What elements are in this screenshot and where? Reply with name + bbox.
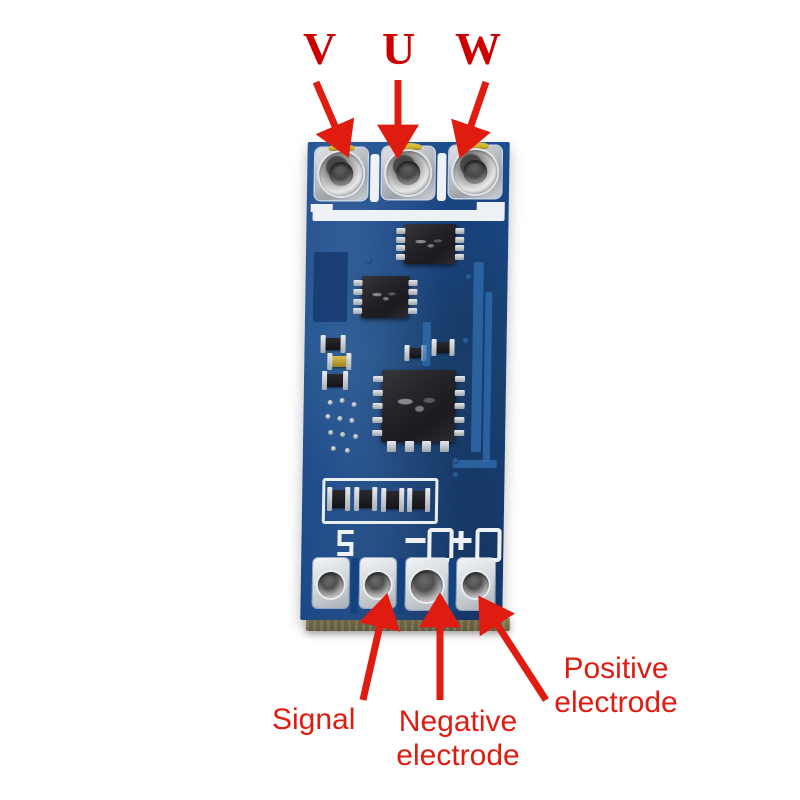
label-phase-u: U <box>382 23 416 74</box>
arrow-to-w <box>451 80 491 159</box>
silk-legend-minus <box>405 538 426 543</box>
mask-finger-3 <box>448 558 457 614</box>
ic-gate-driver-pins-left <box>395 228 406 260</box>
via <box>351 402 357 407</box>
smd-array-2 <box>358 490 374 508</box>
smd-array-3 <box>384 491 401 509</box>
via-masked <box>462 338 469 344</box>
trace-left-fill <box>312 252 349 322</box>
silk-legend-minus-ring <box>427 528 454 562</box>
ic-marking <box>394 391 443 417</box>
smd-resistor-2 <box>325 374 345 387</box>
ic-hall-sensor-pins-right <box>408 280 418 314</box>
smd-array-1 <box>331 490 347 508</box>
via <box>349 418 355 423</box>
label-positive-line1: Positive <box>563 652 669 685</box>
silk-legend-s-5 <box>337 552 354 556</box>
smd-inductor <box>331 356 348 367</box>
via <box>328 430 334 435</box>
via-masked <box>452 472 459 478</box>
ic-main-controller-pins-right <box>454 376 466 436</box>
label-negative-line1: Negative <box>398 705 518 738</box>
mask-finger-1 <box>350 558 360 614</box>
silk-separator-1 <box>369 154 380 202</box>
ic-gate-driver-pins-right <box>454 228 465 260</box>
via <box>337 416 343 421</box>
via-masked <box>365 258 372 264</box>
trace-mid <box>422 322 431 366</box>
ic-marking <box>369 288 401 303</box>
label-positive-electrode: Positive electrode <box>543 652 689 719</box>
ic-main-controller-pins-left <box>372 376 384 436</box>
silk-rail-top-stub-right <box>476 202 505 211</box>
gold-tab-v <box>328 144 355 151</box>
via <box>330 446 336 451</box>
label-phase-v: V <box>303 23 337 74</box>
smd-resistor-1 <box>324 338 342 350</box>
label-signal: Signal <box>272 703 355 737</box>
trace-right-rail-2 <box>482 292 493 462</box>
via <box>353 434 359 439</box>
trace-bottom-rail <box>452 460 497 468</box>
label-signal-line1: Signal <box>272 703 356 736</box>
via <box>340 432 346 437</box>
ic-main-controller <box>381 370 457 442</box>
pcb-module <box>300 142 511 631</box>
via <box>344 448 350 453</box>
hole-barrel <box>463 160 488 184</box>
via-masked <box>465 274 472 280</box>
ic-hall-sensor <box>360 276 410 318</box>
via <box>327 400 333 405</box>
ic-gate-driver <box>403 224 457 264</box>
trace-right-rail <box>470 262 484 452</box>
silk-separator-2 <box>436 153 447 201</box>
silk-rail-top <box>312 210 505 221</box>
gold-tab-u <box>395 143 422 150</box>
silk-rail-top-stub-left <box>310 204 333 212</box>
pcb-board-face <box>300 142 510 620</box>
via <box>339 398 345 403</box>
hole-barrel <box>329 162 354 186</box>
ic-hall-sensor-pins-left <box>353 280 363 314</box>
smd-capacitor-1 <box>435 342 451 353</box>
label-negative-electrode: Negative electrode <box>383 705 533 772</box>
arrow-to-v <box>312 80 355 158</box>
ic-marking <box>413 236 447 250</box>
ic-main-controller-pins-bottom <box>386 441 450 452</box>
label-phase-w: W <box>455 23 501 74</box>
label-negative-line2: electrode <box>396 738 520 772</box>
hole-barrel <box>396 161 421 185</box>
silk-legend-plus-v <box>458 531 464 550</box>
smd-capacitor-2 <box>408 348 423 358</box>
smd-array-4 <box>410 491 427 509</box>
silk-legend-plus-ring <box>475 528 502 562</box>
via <box>325 414 331 419</box>
gold-tab-w <box>462 142 489 149</box>
mask-finger-2 <box>397 558 406 614</box>
label-positive-line2: electrode <box>554 685 678 719</box>
